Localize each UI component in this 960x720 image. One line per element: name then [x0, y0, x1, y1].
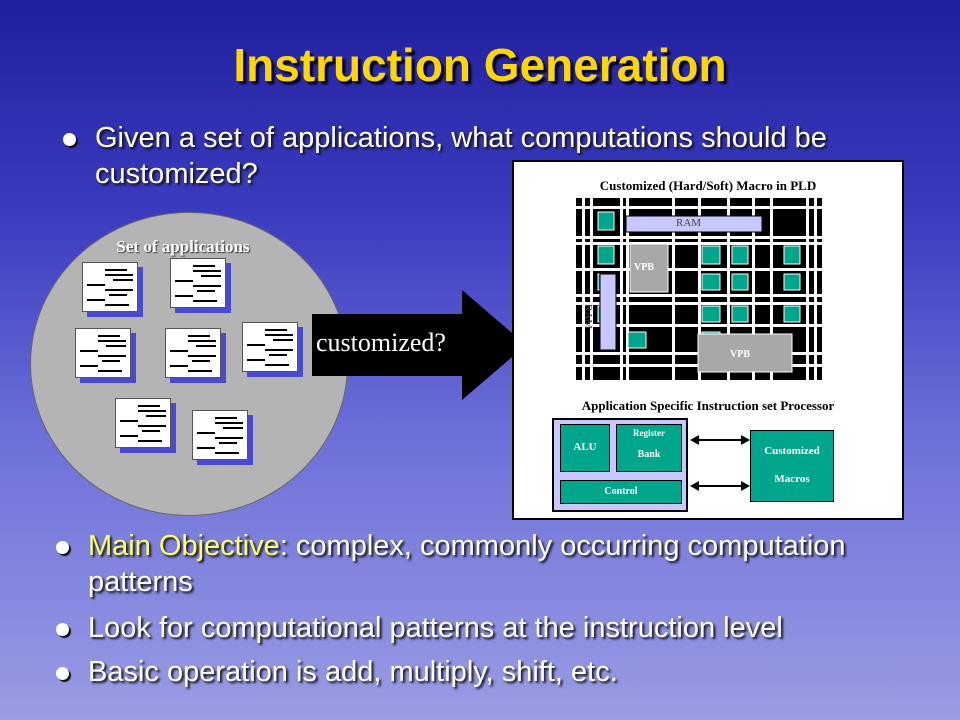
customized-macros-block: Customized Macros	[750, 430, 834, 502]
applications-label: Set of applications	[116, 237, 250, 256]
pld-vpb-label: VPB	[634, 262, 654, 273]
pld-ram-side-label: RAM	[582, 304, 594, 330]
customized-arrow	[312, 290, 526, 400]
customized-macros-label: Macros	[774, 473, 810, 485]
application-document	[75, 328, 131, 378]
bullet-basic-operation: Basic operation is add, multiply, shift,…	[56, 654, 908, 690]
double-arrows	[690, 435, 750, 491]
application-document	[165, 328, 221, 378]
customized-arrow-label: customized?	[316, 328, 446, 357]
main-objective-highlight: Main Objective	[88, 530, 280, 562]
pld-title: Customized (Hard/Soft) Macro in PLD	[599, 178, 817, 193]
customized-macros-label: Customized	[764, 445, 820, 457]
alu-block: ALU	[560, 424, 610, 472]
pld-ram-top-label: RAM	[676, 217, 702, 229]
bullet-dot	[56, 667, 69, 680]
basic-operation-text: Basic operation is add, multiply, shift,…	[88, 656, 618, 688]
pld-vpb-label: VPB	[730, 349, 750, 360]
computational-patterns-text: Look for computational patterns at the i…	[88, 612, 783, 644]
bullet-dot	[63, 133, 76, 146]
intro-bullet-text: Given a set of applications, what comput…	[95, 122, 827, 190]
bullet-dot	[56, 623, 69, 636]
asip-title: Application Specific Instruction set Pro…	[581, 398, 835, 413]
control-label: Control	[604, 486, 638, 497]
alu-label: ALU	[573, 441, 597, 453]
application-document	[115, 398, 171, 448]
bullet-main-objective: Main Objective: complex, commonly occurr…	[56, 528, 888, 600]
intro-bullet: Given a set of applications, what comput…	[63, 120, 885, 192]
slide-title: Instruction Generation	[233, 39, 727, 91]
pld-grid	[576, 198, 822, 380]
register-bank-label: Register	[633, 428, 665, 438]
bullet-dot	[56, 541, 69, 554]
application-document	[242, 322, 298, 372]
main-objective-text: : complex, commonly occurring computatio…	[88, 530, 846, 598]
application-document	[170, 258, 226, 308]
control-block: Control	[560, 480, 682, 504]
application-document	[192, 410, 248, 460]
register-bank-block: Register Bank	[616, 424, 682, 472]
register-bank-label: Bank	[637, 449, 661, 460]
bullet-computational-patterns: Look for computational patterns at the i…	[56, 610, 908, 646]
pld-asip-panel: Customized (Hard/Soft) Macro in PLD	[512, 160, 904, 520]
application-document	[82, 262, 138, 312]
